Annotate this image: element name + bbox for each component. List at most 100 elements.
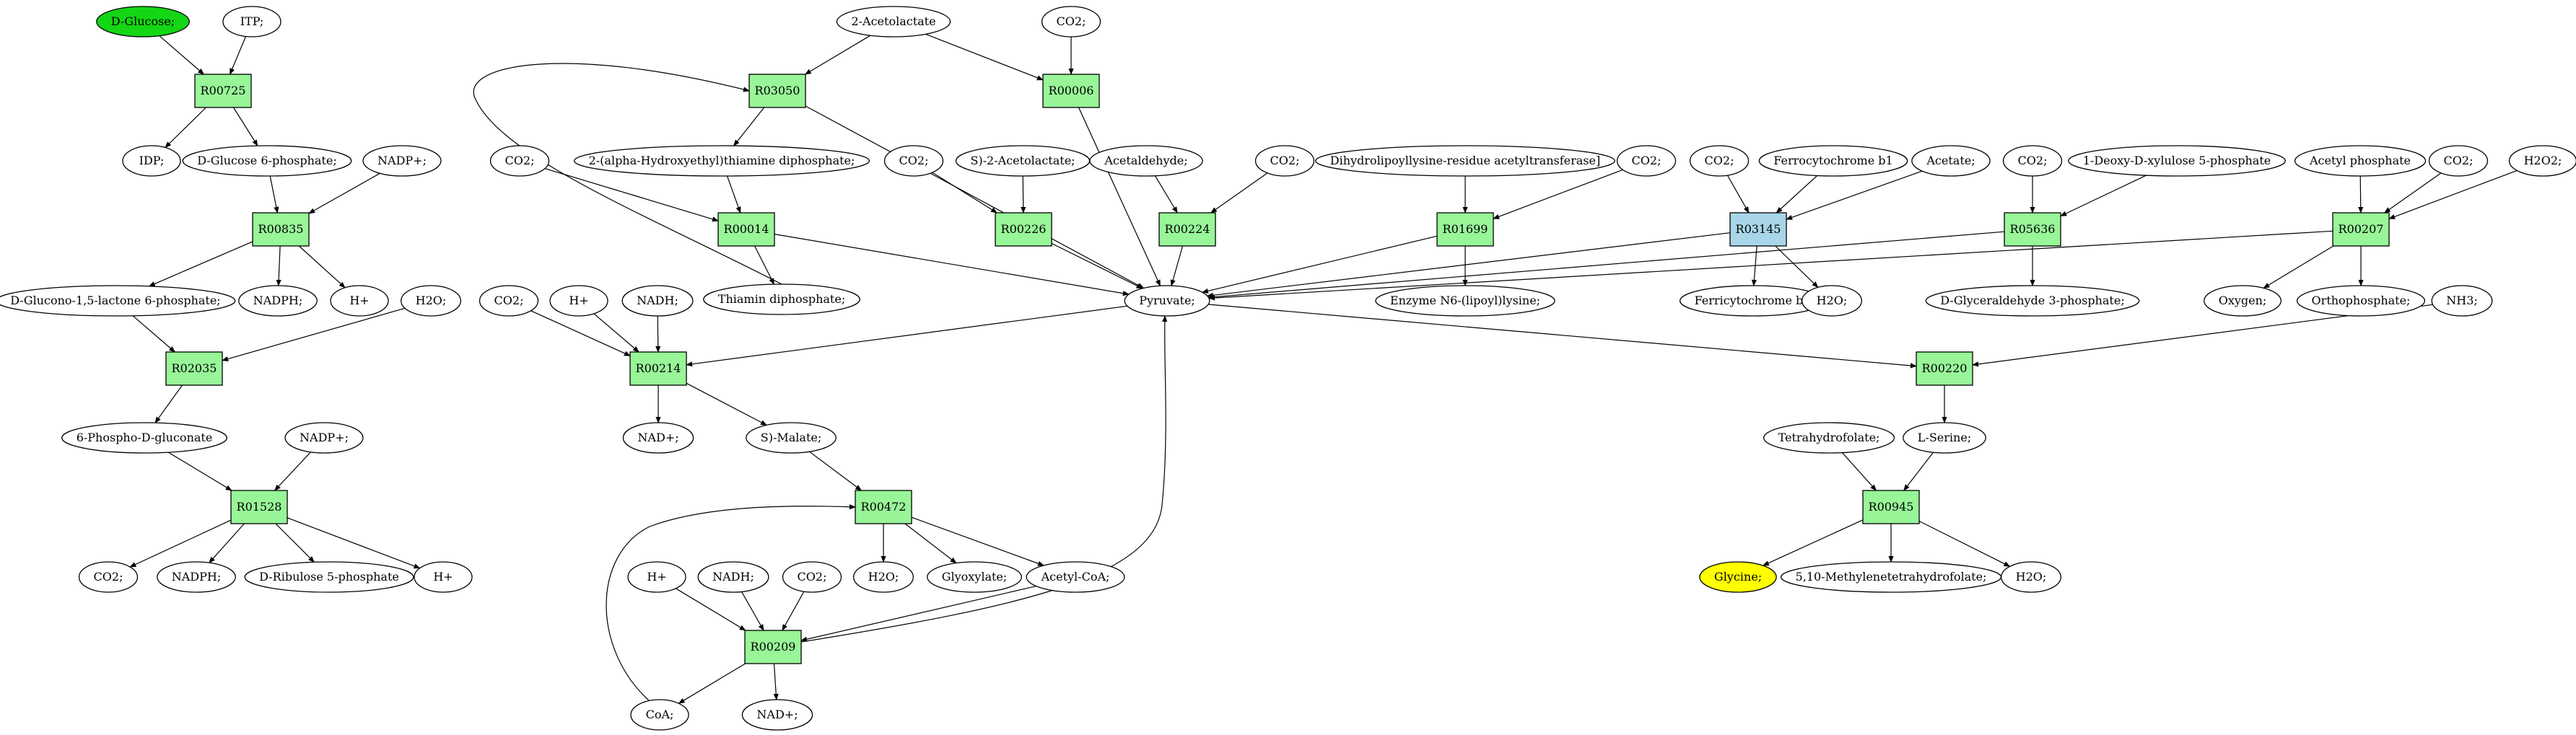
compound-node-h2o[interactable]: H2O;: [401, 285, 461, 317]
compound-node-coa[interactable]: CoA;: [630, 699, 689, 731]
compound-node-acetyl-coa[interactable]: Acetyl-CoA;: [1026, 561, 1125, 593]
compound-node-co2[interactable]: CO2;: [78, 561, 139, 593]
compound-label: CO2;: [2018, 154, 2048, 167]
compound-node-acetate[interactable]: Acetate;: [1911, 145, 1991, 177]
compound-node-co2[interactable]: CO2;: [1689, 145, 1750, 177]
compound-ellipse: [61, 422, 227, 454]
reaction-box: [2004, 212, 2061, 247]
compound-node-ferricytochrome-b1[interactable]: Ferricytochrome b1: [1679, 285, 1826, 317]
compound-node-pyruvate[interactable]: Pyruvate;: [1124, 285, 1210, 317]
reaction-node-r02035[interactable]: R02035: [165, 351, 223, 386]
compound-node-s-malate[interactable]: S)-Malate;: [746, 422, 837, 454]
compound-node-h[interactable]: H+: [549, 285, 608, 317]
compound-node-h2o2[interactable]: H2O2;: [2508, 145, 2576, 177]
reaction-node-r00006[interactable]: R00006: [1042, 74, 1100, 108]
compound-ellipse: [2296, 285, 2426, 317]
compound-ellipse: [883, 145, 944, 177]
reaction-node-r00224[interactable]: R00224: [1158, 212, 1216, 247]
compound-node-d-glucose[interactable]: D-Glucose;: [96, 6, 190, 38]
compound-node-nad[interactable]: NAD+;: [622, 422, 694, 454]
compound-node-co2[interactable]: CO2;: [782, 561, 842, 593]
compound-node-nadph[interactable]: NADPH;: [238, 285, 318, 317]
compound-node-s-2-acetolactate[interactable]: S)-2-Acetolactate;: [955, 145, 1091, 177]
compound-node-d-ribulose-5-phosphate[interactable]: D-Ribulose 5-phosphate: [244, 561, 414, 593]
reaction-label: R00226: [1001, 222, 1047, 236]
compound-label: CO2;: [1057, 14, 1086, 28]
compound-node-co2[interactable]: CO2;: [479, 285, 539, 317]
compound-node-nadh[interactable]: NADH;: [621, 285, 694, 317]
edge-arrow: [148, 241, 253, 287]
compound-node-nadph[interactable]: NADPH;: [157, 561, 236, 593]
compound-node-d-glucono-1-5-lactone-6-phosphate[interactable]: D-Glucono-1,5-lactone 6-phosphate;: [0, 285, 236, 317]
reaction-node-r00226[interactable]: R00226: [995, 212, 1052, 247]
reaction-node-r00835[interactable]: R00835: [252, 212, 310, 247]
reaction-node-r00014[interactable]: R00014: [717, 212, 775, 247]
reaction-node-r00220[interactable]: R00220: [1916, 351, 1973, 386]
compound-node-co2[interactable]: CO2;: [2428, 145, 2489, 177]
compound-node-oxygen[interactable]: Oxygen;: [2204, 285, 2282, 317]
edge-arrow: [800, 586, 1036, 642]
compound-label: D-Glucose 6-phosphate;: [197, 154, 336, 167]
compound-node-glyoxylate[interactable]: Glyoxylate;: [927, 561, 1022, 593]
compound-node-h[interactable]: H+: [330, 285, 389, 317]
reaction-node-r00207[interactable]: R00207: [2332, 212, 2390, 247]
compound-node-ferrocytochrome-b1[interactable]: Ferrocytochrome b1: [1758, 145, 1908, 177]
compound-node-co2[interactable]: CO2;: [883, 145, 944, 177]
compound-node-5-10-methylenetetrahydrofolate[interactable]: 5,10-Methylenetetrahydrofolate;: [1780, 561, 2002, 593]
compound-node-6-phospho-d-gluconate[interactable]: 6-Phospho-D-gluconate: [61, 422, 227, 454]
compound-node-nh3[interactable]: NH3;: [2431, 285, 2493, 317]
compound-node-nadh[interactable]: NADH;: [697, 561, 769, 593]
edge-arrow: [741, 591, 764, 631]
reaction-node-r03050[interactable]: R03050: [748, 74, 806, 108]
compound-node-orthophosphate[interactable]: Orthophosphate;: [2296, 285, 2426, 317]
compound-node-co2[interactable]: CO2;: [489, 145, 550, 177]
compound-node-nadp[interactable]: NADP+;: [362, 145, 442, 177]
compound-node-h2o[interactable]: H2O;: [1802, 285, 1862, 317]
compound-label: S)-Malate;: [761, 431, 821, 444]
compound-node-thiamin-diphosphate[interactable]: Thiamin diphosphate;: [703, 283, 860, 315]
reaction-node-r00725[interactable]: R00725: [194, 74, 252, 108]
compound-node-d-glucose-6-phosphate[interactable]: D-Glucose 6-phosphate;: [182, 145, 352, 177]
edge-arrow: [925, 33, 1044, 81]
edge-arrow: [2060, 175, 2147, 217]
compound-ellipse: [1689, 145, 1750, 177]
compound-node-2-alpha-hydroxyethyl-thiamine-diphosphate[interactable]: 2-(alpha-Hydroxyethyl)thiamine diphospha…: [573, 145, 870, 177]
compound-node-co2[interactable]: CO2;: [1254, 145, 1315, 177]
compound-node-dihydrolipoyllysine-residue-acetyltransferase[interactable]: Dihydrolipoyllysine-residue acetyltransf…: [1315, 145, 1615, 177]
compound-node-l-serine[interactable]: L-Serine;: [1903, 422, 1986, 454]
compound-node-h2o[interactable]: H2O;: [2001, 561, 2061, 593]
compound-label: 2-(alpha-Hydroxyethyl)thiamine diphospha…: [589, 154, 855, 167]
reaction-node-r01528[interactable]: R01528: [230, 490, 288, 524]
reaction-node-r00945[interactable]: R00945: [1862, 490, 1920, 524]
reaction-node-r00214[interactable]: R00214: [629, 351, 687, 386]
edge-arrow: [1208, 304, 1917, 369]
compound-node-co2[interactable]: CO2;: [1041, 6, 1101, 38]
compound-node-enzyme-n6-lipoyl-lysine[interactable]: Enzyme N6-(lipoyl)lysine;: [1375, 285, 1555, 317]
reaction-node-r01699[interactable]: R01699: [1436, 212, 1494, 247]
compound-node-2-acetolactate[interactable]: 2-Acetolactate: [836, 6, 951, 38]
compound-node-1-deoxy-d-xylulose-5-phosphate[interactable]: 1-Deoxy-D-xylulose 5-phosphate: [2068, 145, 2286, 177]
compound-node-acetyl-phosphate[interactable]: Acetyl phosphate: [2294, 145, 2427, 177]
reaction-node-r00209[interactable]: R00209: [744, 630, 802, 664]
compound-node-d-glyceraldehyde-3-phosphate[interactable]: D-Glyceraldehyde 3-phosphate;: [1925, 285, 2140, 317]
compound-node-co2[interactable]: CO2;: [1616, 145, 1677, 177]
compound-node-tetrahydrofolate[interactable]: Tetrahydrofolate;: [1763, 422, 1895, 454]
compound-node-co2[interactable]: CO2;: [2002, 145, 2063, 177]
compound-node-glycine[interactable]: Glycine;: [1699, 561, 1777, 593]
reaction-node-r03145[interactable]: R03145: [1729, 212, 1787, 247]
compound-node-nadp[interactable]: NADP+;: [284, 422, 364, 454]
compound-label: Dihydrolipoyllysine-residue acetyltransf…: [1330, 154, 1600, 167]
reaction-node-r05636[interactable]: R05636: [2004, 212, 2061, 247]
compound-ellipse: [703, 283, 860, 315]
compound-node-h[interactable]: H+: [627, 561, 686, 593]
compound-node-h[interactable]: H+: [414, 561, 473, 593]
reaction-node-r00472[interactable]: R00472: [855, 490, 912, 524]
reaction-label: R00006: [1049, 84, 1094, 97]
compound-node-itp[interactable]: ITP;: [222, 6, 281, 38]
compound-node-nad[interactable]: NAD+;: [741, 699, 813, 731]
compound-node-h2o[interactable]: H2O;: [853, 561, 914, 593]
compound-node-acetaldehyde[interactable]: Acetaldehyde;: [1089, 145, 1203, 177]
reaction-box: [1158, 212, 1216, 247]
compound-node-idp[interactable]: IDP;: [122, 145, 181, 177]
compound-label: H2O2;: [2524, 154, 2562, 167]
